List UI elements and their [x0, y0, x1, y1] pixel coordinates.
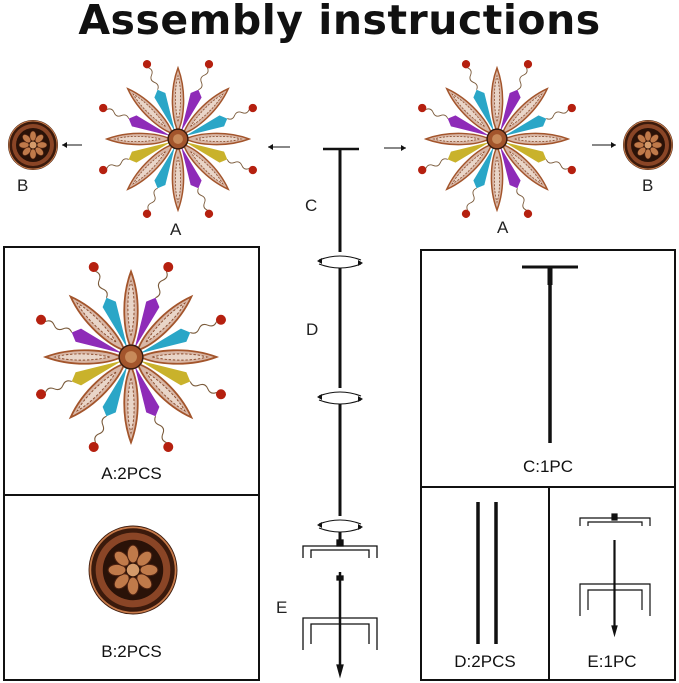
label-c: C [305, 196, 318, 215]
bearing-b-left [8, 120, 58, 170]
spinner-a-detail [36, 262, 226, 452]
spinner-a-right [418, 60, 576, 218]
caption-c: C:1PC [522, 457, 574, 476]
part-box-d: D:2PCS [420, 486, 550, 681]
part-box-e: E:1PC [548, 486, 676, 681]
stake-e [302, 539, 378, 679]
pole-c-detail [522, 265, 578, 443]
arrow-right-2 [592, 142, 616, 148]
joint-arrows-1 [317, 255, 363, 269]
bearing-b-right [623, 120, 673, 170]
caption-d: D:2PCS [454, 652, 516, 671]
bearing-b-detail [88, 525, 178, 615]
arrow-right-1 [384, 145, 406, 151]
label-a-left: A [170, 220, 182, 239]
label-d: D [306, 320, 319, 339]
label-b-left: B [17, 176, 29, 195]
part-box-c: C:1PC [420, 249, 676, 488]
caption-a: A:2PCS [101, 464, 162, 483]
label-b-right: B [642, 176, 654, 195]
stake-e-detail [579, 513, 651, 638]
label-a-right: A [497, 218, 509, 237]
spinner-a-left [99, 60, 257, 218]
arrow-left-1 [62, 142, 82, 148]
caption-b: B:2PCS [101, 642, 162, 661]
part-box-a: A:2PCS [3, 246, 260, 496]
caption-e: E:1PC [587, 652, 637, 671]
joint-arrows-2 [317, 391, 363, 405]
assembled-pole [302, 147, 378, 679]
joint-arrows-3 [317, 519, 363, 533]
label-e: E [276, 598, 288, 617]
poles-d-detail [476, 502, 498, 644]
part-box-b: B:2PCS [3, 494, 260, 681]
arrow-left-2 [268, 144, 290, 150]
page-title: Assembly instructions [78, 0, 601, 44]
